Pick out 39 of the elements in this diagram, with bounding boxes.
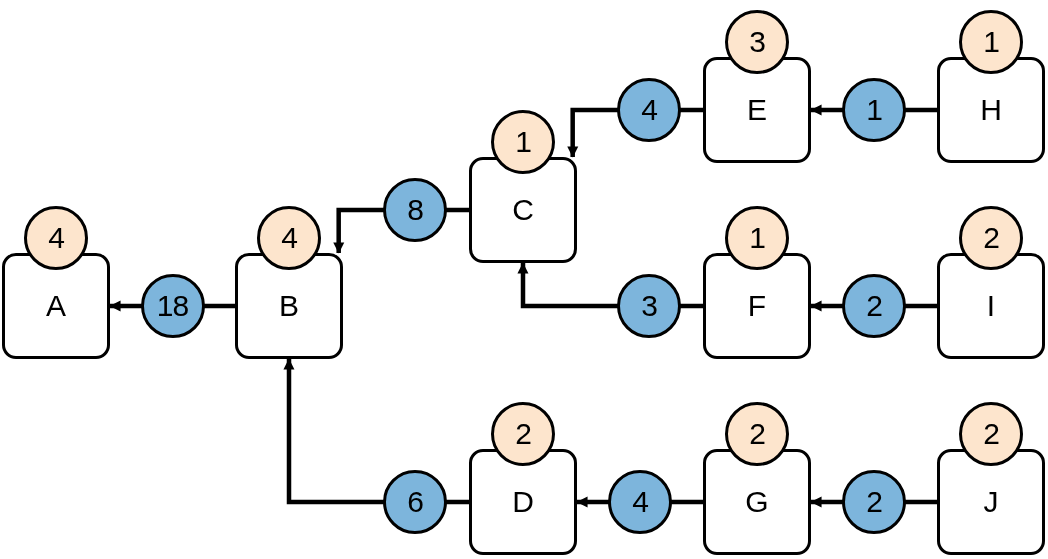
edge-label: 4 xyxy=(617,78,681,142)
node-label: F xyxy=(747,289,767,323)
count-badge: 1 xyxy=(491,110,555,174)
edge-label: 6 xyxy=(383,470,447,534)
process-box xyxy=(937,57,1045,163)
edge-label: 2 xyxy=(842,274,906,338)
node-label: J xyxy=(983,485,999,519)
node-label: H xyxy=(980,93,1002,127)
node-label: D xyxy=(512,485,534,519)
count-badge: 4 xyxy=(24,206,88,270)
process-box xyxy=(937,253,1045,359)
count-badge: 2 xyxy=(959,206,1023,270)
count-badge: 2 xyxy=(959,402,1023,466)
node-label: A xyxy=(46,289,66,323)
process-box xyxy=(703,57,811,163)
node-label: E xyxy=(747,93,767,127)
process-box xyxy=(703,253,811,359)
count-badge: 4 xyxy=(257,206,321,270)
edge-label: 2 xyxy=(842,470,906,534)
edge-label: 3 xyxy=(617,274,681,338)
edge-label: 18 xyxy=(140,274,205,338)
process-box xyxy=(469,449,577,555)
process-box xyxy=(235,253,343,359)
process-box xyxy=(937,449,1045,555)
count-badge: 3 xyxy=(725,10,789,74)
edge-label: 1 xyxy=(842,78,906,142)
edge-label: 8 xyxy=(383,178,447,242)
process-box xyxy=(469,157,577,263)
node-label: G xyxy=(745,485,769,519)
node-label: B xyxy=(279,289,299,323)
count-badge: 1 xyxy=(725,206,789,270)
count-badge: 1 xyxy=(959,10,1023,74)
process-box xyxy=(2,253,110,359)
count-badge: 2 xyxy=(725,402,789,466)
process-box xyxy=(703,449,811,555)
node-label: C xyxy=(512,193,534,227)
count-badge: 2 xyxy=(491,402,555,466)
node-label: I xyxy=(986,289,996,323)
edge-label: 4 xyxy=(608,470,672,534)
